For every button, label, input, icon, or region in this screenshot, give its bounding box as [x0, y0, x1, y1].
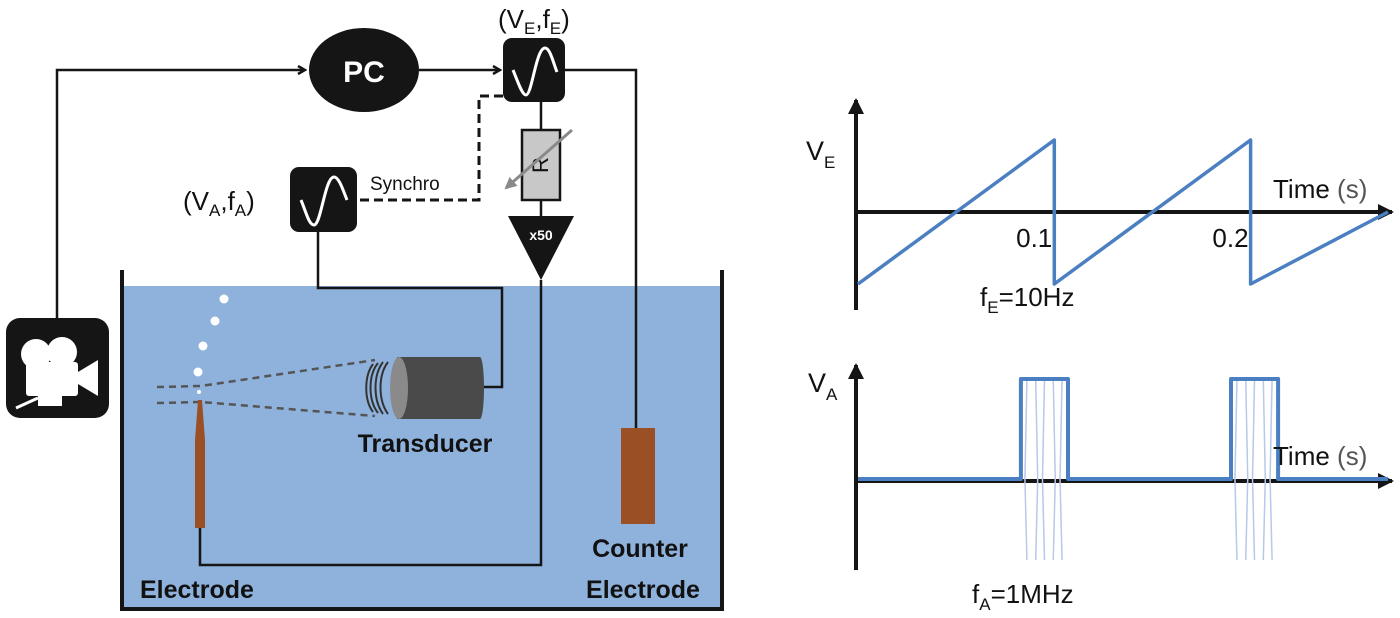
- generator-e-label: (VE,fE): [498, 4, 570, 38]
- counter-electrode-label-1: Counter: [592, 535, 688, 563]
- wire-transducer: [316, 232, 504, 389]
- setup-diagram: PC (VE,fE) R x50 Synchro (VA,fA): [6, 4, 724, 611]
- chart-ve: VE Time (s) 0.1 0.2 fE=10Hz: [806, 98, 1394, 317]
- pc-label: PC: [343, 56, 385, 89]
- burst-cycle-line: [1262, 378, 1267, 561]
- amplifier-label: x50: [529, 227, 553, 243]
- generator-a-label: (VA,fA): [183, 186, 255, 220]
- resistor-label: R: [528, 157, 553, 173]
- bubble: [193, 367, 203, 377]
- pc-node: [309, 28, 419, 112]
- synchro-label: Synchro: [370, 174, 440, 195]
- burst-cycle-line: [1041, 378, 1046, 561]
- movie-camera-icon: [15, 337, 98, 410]
- variable-resistor: [520, 128, 562, 202]
- x-axis-label: Time (s): [1273, 441, 1367, 471]
- electrode-label: Electrode: [140, 576, 254, 604]
- series-ve-line: [856, 138, 1389, 286]
- chart-va: VA Time (s) fA=1MHz: [808, 363, 1394, 614]
- wire-counter-electrode: [565, 68, 638, 430]
- counter-electrode: [621, 428, 655, 524]
- y-axis-label: VE: [806, 136, 835, 172]
- beam-lower: [156, 400, 376, 418]
- beam-upper: [156, 358, 376, 389]
- x-tick-label: 0.1: [1016, 223, 1052, 253]
- sine-icon-e: [511, 46, 559, 97]
- burst-cycle-line: [1052, 378, 1057, 561]
- camera: [6, 318, 109, 418]
- counter-electrode-label-2: Electrode: [586, 576, 700, 604]
- burst-cycle-line: [1059, 378, 1063, 561]
- y-axis-label: VA: [808, 368, 838, 404]
- bubble: [198, 341, 208, 351]
- burst-oscillations: [1024, 378, 1273, 561]
- x-tick-label: 0.2: [1212, 223, 1248, 253]
- burst-cycle-line: [1269, 378, 1273, 561]
- burst-cycle-line: [1024, 378, 1028, 561]
- burst-cycle-line: [1244, 378, 1249, 561]
- x-axis-label: Time (s): [1273, 174, 1367, 204]
- sine-icon-a: [299, 175, 349, 227]
- amplifier: [508, 216, 574, 280]
- bubble: [210, 316, 220, 326]
- transducer-label: Transducer: [358, 430, 493, 458]
- tank-wall: [120, 270, 724, 611]
- frequency-annotation: fA=1MHz: [972, 579, 1074, 614]
- bubble: [219, 294, 229, 304]
- burst-cycle-line: [1251, 378, 1256, 561]
- frequency-annotation: fE=10Hz: [980, 282, 1074, 317]
- burst-cycle-line: [1234, 378, 1238, 561]
- resistor-adjust-arrow: [504, 128, 573, 190]
- synchro-line: [355, 94, 503, 202]
- series-va-line: [858, 377, 1388, 481]
- burst-cycle-line: [1034, 378, 1039, 561]
- wire-electrode-loop: [198, 280, 543, 567]
- working-electrode: [195, 400, 205, 528]
- transducer: [365, 357, 484, 419]
- bubble: [197, 390, 201, 394]
- wire-camera-pc: [55, 70, 305, 318]
